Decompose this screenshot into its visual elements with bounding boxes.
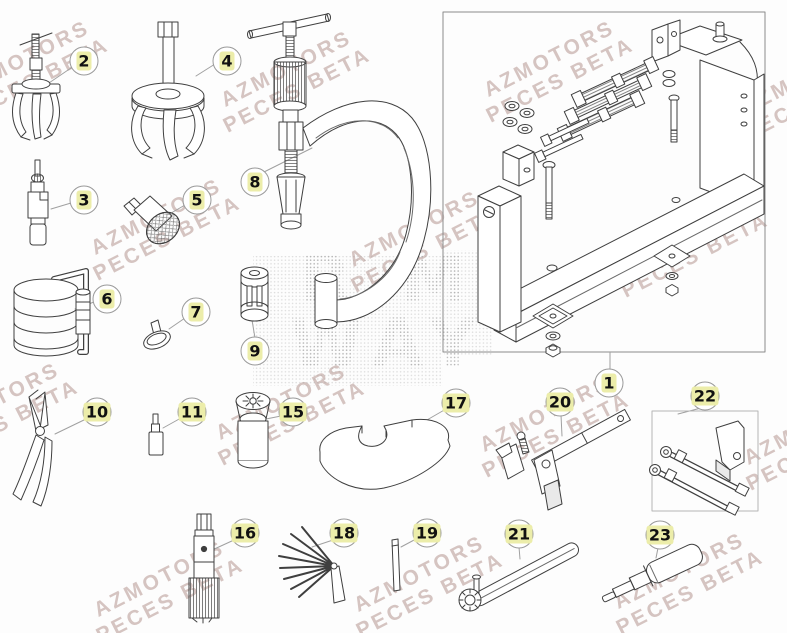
kit-box-border <box>442 11 766 353</box>
callout-21[interactable]: 21 <box>504 519 534 549</box>
callout-label: 10 <box>83 402 111 422</box>
callout-4[interactable]: 4 <box>212 46 242 76</box>
tool-22-hose-kit <box>649 410 759 516</box>
callout-label: 8 <box>247 172 263 192</box>
tool-21-strap-tool <box>458 542 579 612</box>
callout-label: 23 <box>646 525 674 545</box>
callout-16[interactable]: 16 <box>230 518 260 548</box>
callout-label: 21 <box>505 524 533 544</box>
callout-label: 4 <box>219 51 235 71</box>
tool-18-feeler-fan <box>278 526 346 604</box>
callout-6[interactable]: 6 <box>92 284 122 314</box>
callout-label: 2 <box>76 51 92 71</box>
tool-3-extractor <box>27 159 49 246</box>
tool-20-lever <box>495 408 631 511</box>
kit-box-border <box>651 410 759 512</box>
tool-10-circlip-pliers <box>12 389 53 507</box>
callout-label: 18 <box>330 523 358 543</box>
callout-label: 3 <box>76 190 92 210</box>
halftone-watermark: RM WAY <box>253 241 492 386</box>
tool-6-disc-stack-hex-key <box>13 268 91 357</box>
tool-4-three-leg-puller <box>131 21 205 161</box>
callout-7[interactable]: 7 <box>181 297 211 327</box>
callout-2[interactable]: 2 <box>69 46 99 76</box>
callout-label: 15 <box>279 402 307 422</box>
tool-19-rod <box>391 538 401 592</box>
callout-17[interactable]: 17 <box>441 388 471 418</box>
callout-label: 22 <box>691 386 719 406</box>
tool-8-c-clamp-press <box>247 13 432 329</box>
callout-9[interactable]: 9 <box>240 336 270 366</box>
tool-11-pin <box>148 413 164 456</box>
callout-15[interactable]: 15 <box>278 397 308 427</box>
callout-label: 17 <box>442 393 470 413</box>
callout-label: 7 <box>188 302 204 322</box>
callout-11[interactable]: 11 <box>177 397 207 427</box>
callout-label: 19 <box>413 523 441 543</box>
callout-10[interactable]: 10 <box>82 397 112 427</box>
callout-20[interactable]: 20 <box>545 387 575 417</box>
tool-7-plug <box>143 319 171 350</box>
callout-18[interactable]: 18 <box>329 518 359 548</box>
tool-1-engine-stand-kit <box>442 11 766 358</box>
callout-3[interactable]: 3 <box>69 185 99 215</box>
callout-label: 16 <box>231 523 259 543</box>
tool-9-spacer <box>240 266 269 322</box>
callout-22[interactable]: 22 <box>690 381 720 411</box>
callout-label: 11 <box>178 402 206 422</box>
tool-17-support-plate <box>319 418 451 490</box>
tool-5-socket-adapter <box>123 195 180 245</box>
callout-label: 1 <box>601 373 617 393</box>
callout-label: 5 <box>189 190 205 210</box>
tool-15-splined-socket <box>235 392 271 469</box>
callout-5[interactable]: 5 <box>182 185 212 215</box>
callout-23[interactable]: 23 <box>645 520 675 550</box>
callout-1[interactable]: 1 <box>594 368 624 398</box>
callout-label: 6 <box>99 289 115 309</box>
callout-19[interactable]: 19 <box>412 518 442 548</box>
tool-23-handle-driver <box>601 543 703 603</box>
callout-8[interactable]: 8 <box>240 167 270 197</box>
callout-label: 20 <box>546 392 574 412</box>
callout-label: 9 <box>247 341 263 361</box>
tool-2-three-jaw-puller <box>11 32 61 141</box>
tool-16-splined-shaft <box>188 513 220 624</box>
